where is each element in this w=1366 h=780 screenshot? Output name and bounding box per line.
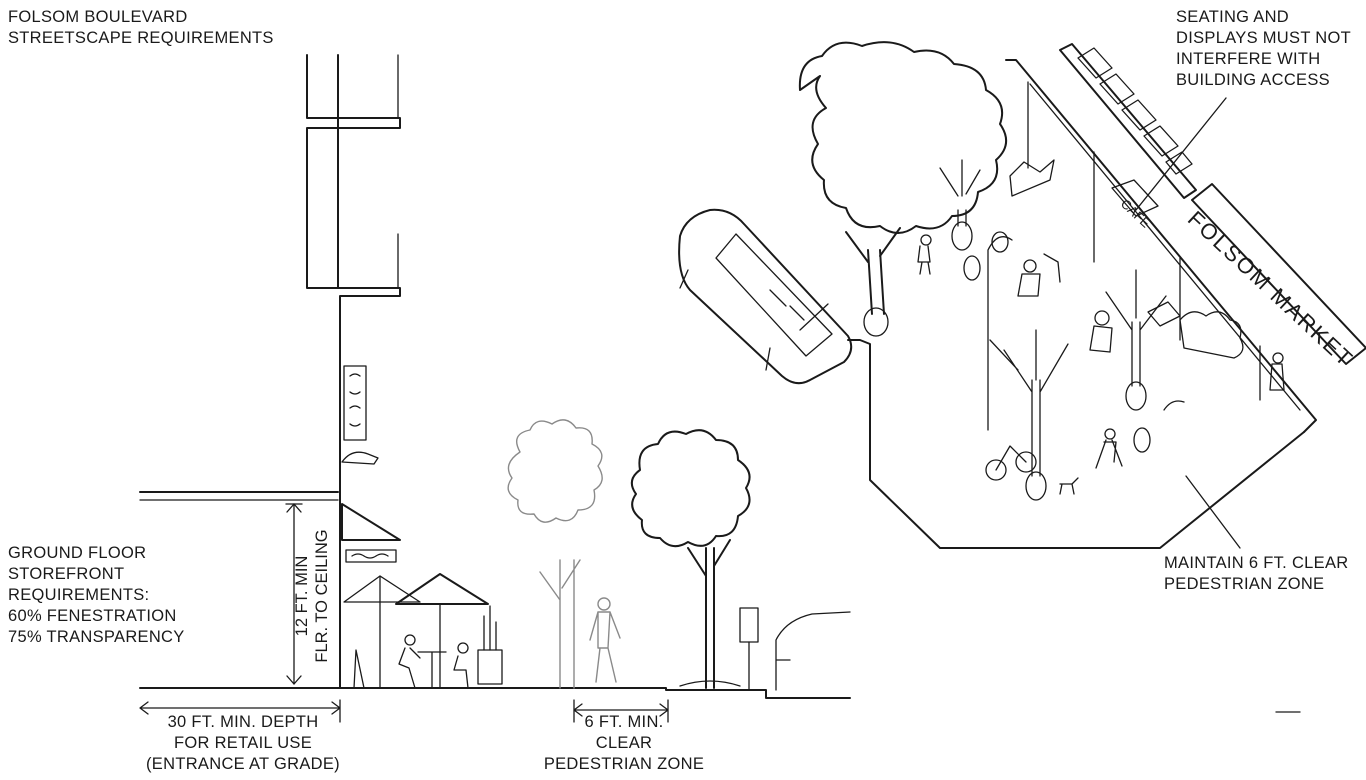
depth-dimension-line [139,699,341,723]
street-tree [630,429,751,689]
pedestrian-line-1: 6 FT. MIN. [584,713,664,731]
seating-line-1: SEATING AND [1176,8,1290,26]
clerestory-windows [1059,43,1197,199]
depth-line-1: 30 FT. MIN. DEPTH [167,713,319,731]
title-line-1: FOLSOM BOULEVARD [8,8,188,26]
storefront-line-5: 75% TRANSPARENCY [8,628,185,646]
storefront-line-3: REQUIREMENTS: [8,586,150,604]
ceiling-line-2: FLR. TO CEILING [313,529,331,663]
ceiling-height-label: 12 FT. MIN FLR. TO CEILING [292,506,332,686]
seating-line-3: INTERFERE WITH [1176,50,1321,68]
ceiling-dimension-line [285,503,303,685]
diagram-title: FOLSOM BOULEVARD STREETSCAPE REQUIREMENT… [8,7,274,49]
depth-line-2: FOR RETAIL USE [173,734,313,752]
street-sign [739,607,759,691]
storefront-line-1: GROUND FLOOR [8,544,147,562]
storefront-line-4: 60% FENESTRATION [8,607,177,625]
seating-line-2: DISPLAYS MUST NOT [1176,29,1352,47]
car [678,208,853,385]
clear-zone-leader-line [1185,475,1241,549]
depth-line-3: (ENTRANCE AT GRADE) [146,755,340,773]
storefront-line-2: STOREFRONT [8,565,125,583]
parked-car-section [775,611,1301,713]
clear-zone-note: MAINTAIN 6 FT. CLEAR PEDESTRIAN ZONE [1164,553,1348,595]
ceiling-line-1: 12 FT. MIN [293,555,311,637]
clear-zone-line-2: PEDESTRIAN ZONE [1164,575,1325,593]
pedestrian-dimension-line [573,699,669,723]
seating-displays-note: SEATING AND DISPLAYS MUST NOT INTERFERE … [1176,7,1351,91]
building-section [139,54,851,699]
pedestrian-line-3: PEDESTRIAN ZONE [543,755,705,773]
market-sign-board [1191,183,1366,365]
seating-line-4: BUILDING ACCESS [1176,71,1330,89]
perspective-view [678,41,1366,549]
tree-canopy [798,41,1007,234]
storefront-requirements-note: GROUND FLOOR STOREFRONT REQUIREMENTS: 60… [8,543,185,648]
clear-zone-line-1: MAINTAIN 6 FT. CLEAR [1164,554,1349,572]
sidewalk-cafe [343,573,503,689]
street-tree-faded [507,419,603,689]
pedestrian-figure [589,597,621,683]
pedestrian-line-2: CLEAR [595,734,653,752]
pedestrian-zone-label: 6 FT. MIN. CLEAR PEDESTRIAN ZONE [526,712,722,775]
seating-leader-line [1135,97,1227,211]
retail-depth-label: 30 FT. MIN. DEPTH FOR RETAIL USE (ENTRAN… [128,712,358,775]
title-line-2: STREETSCAPE REQUIREMENTS [8,29,274,47]
